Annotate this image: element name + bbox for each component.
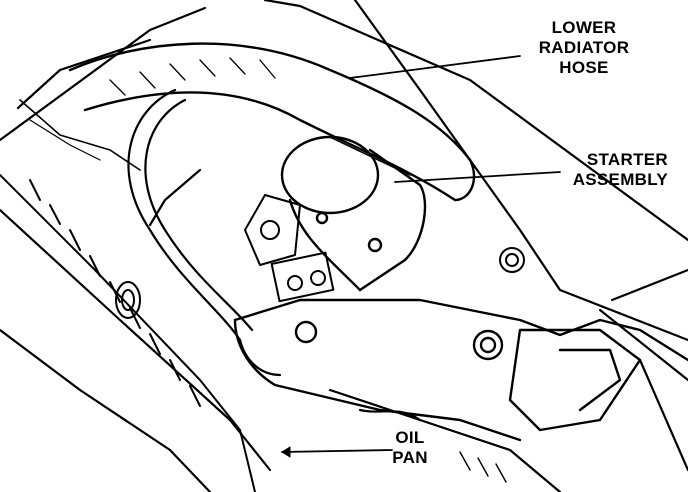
starter-leader-line	[394, 171, 561, 183]
label-starter-assembly: STARTER ASSEMBLY	[572, 150, 668, 189]
label-lower-radiator-hose: LOWER RADIATOR HOSE	[538, 18, 630, 77]
lower-radiator-hose	[68, 42, 476, 202]
oil-pan-leader-arrowhead	[281, 446, 291, 458]
starter-motor	[280, 135, 427, 292]
label-oil-pan: OIL PAN	[392, 428, 428, 467]
leader-lines	[281, 55, 561, 453]
wiring-harness	[127, 88, 282, 377]
mounting-bracket	[233, 298, 688, 442]
solenoid-terminals	[244, 194, 335, 303]
hose-leader-line	[349, 55, 521, 79]
oil-pan-edge	[328, 388, 562, 492]
engine-block-panel	[0, 99, 256, 492]
oil-pan-leader-line	[281, 449, 393, 453]
block-bolt	[115, 281, 141, 319]
right-bolt	[499, 247, 525, 273]
